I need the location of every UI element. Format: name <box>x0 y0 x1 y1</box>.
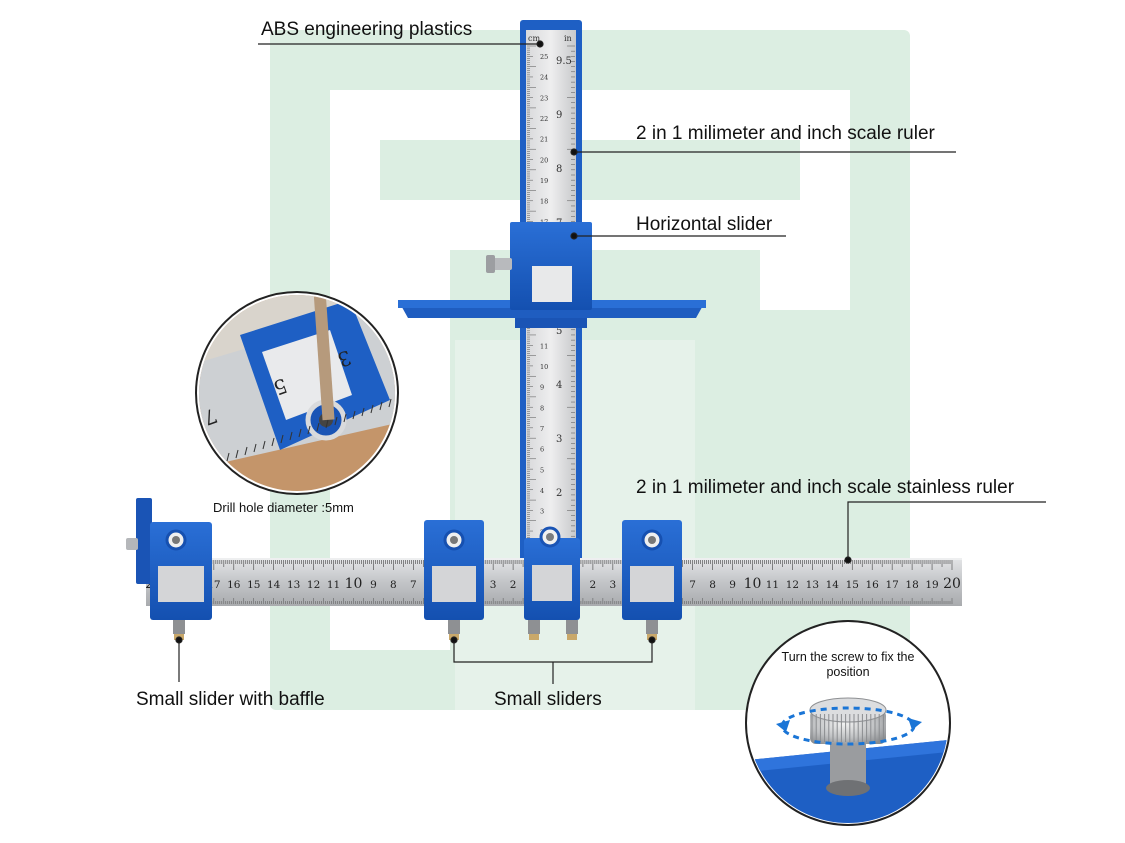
vertical-cm-tick-label: 18 <box>540 198 548 206</box>
vertical-inch-tick-label: 5 <box>556 326 562 337</box>
horizontal-tick-label: 8 <box>709 579 716 591</box>
vertical-cm-tick-label: 3 <box>540 508 544 516</box>
horizontal-tick-label: 18 <box>905 579 918 591</box>
horizontal-tick-label: 13 <box>287 579 300 591</box>
vertical-inch-tick-label: 9.5 <box>556 56 572 67</box>
vertical-cm-tick-label: 24 <box>540 74 548 82</box>
vertical-cm-tick-label: 22 <box>540 115 548 123</box>
vertical-inch-tick-label: 2 <box>556 488 562 499</box>
vertical-cm-tick-label: 19 <box>540 177 548 185</box>
vertical-cm-tick-label: 11 <box>540 342 548 350</box>
vertical-in-unit: in <box>564 34 572 43</box>
horizontal-tick-label: 12 <box>307 579 320 591</box>
callout-small-sliders: Small sliders <box>494 689 602 710</box>
horizontal-tick-label: 14 <box>826 579 840 591</box>
horizontal-tick-label: 7 <box>689 579 696 591</box>
callout-stainless-ruler: 2 in 1 milimeter and inch scale stainles… <box>636 477 1015 498</box>
callout-vertical-ruler: 2 in 1 milimeter and inch scale ruler <box>636 123 935 144</box>
vertical-cm-tick-label: 9 <box>540 384 544 392</box>
baffle-slider[interactable] <box>126 498 212 640</box>
vertical-cm-tick-label: 8 <box>540 404 544 412</box>
drill-inset: 753 <box>195 291 399 495</box>
vertical-cm-tick-label: 10 <box>540 363 548 371</box>
horizontal-tick-label: 3 <box>610 579 617 591</box>
center-slider[interactable] <box>524 526 580 640</box>
callout-baffle-slider: Small slider with baffle <box>136 689 325 710</box>
horizontal-tick-label: 10 <box>345 576 363 592</box>
horizontal-tick-label: 14 <box>267 579 281 591</box>
horizontal-tick-label: 17 <box>885 579 898 591</box>
horizontal-tick-label: 3 <box>490 579 497 591</box>
vertical-cm-tick-label: 4 <box>540 487 544 495</box>
horizontal-tick-label: 10 <box>744 576 762 592</box>
vertical-cm-tick-label: 23 <box>540 94 548 102</box>
callout-screw: Turn the screw to fix the position <box>781 650 915 679</box>
horizontal-slider[interactable] <box>398 222 706 328</box>
screw-inset <box>745 620 951 826</box>
vertical-cm-tick-label: 25 <box>540 53 548 61</box>
horizontal-tick-label: 11 <box>327 579 340 591</box>
callout-drill-hole: Drill hole diameter :5mm <box>213 500 354 515</box>
vertical-inch-tick-label: 4 <box>556 380 562 391</box>
small-slider-left[interactable] <box>424 520 484 640</box>
horizontal-tick-label: 2 <box>590 579 597 591</box>
horizontal-tick-label: 2 <box>510 579 517 591</box>
vertical-cm-tick-label: 21 <box>540 136 548 144</box>
vertical-cm-tick-label: 20 <box>540 156 548 164</box>
horizontal-tick-label: 15 <box>846 579 859 591</box>
callout-horizontal-slider: Horizontal slider <box>636 214 773 235</box>
vertical-inch-tick-label: 8 <box>556 164 562 175</box>
horizontal-tick-label: 19 <box>925 579 938 591</box>
horizontal-tick-label: 11 <box>766 579 779 591</box>
horizontal-tick-label: 9 <box>729 579 736 591</box>
horizontal-tick-label: 15 <box>247 579 260 591</box>
vertical-cm-tick-label: 5 <box>540 466 544 474</box>
horizontal-tick-label: 16 <box>866 579 880 591</box>
horizontal-tick-label: 7 <box>410 579 417 591</box>
callout-abs-plastics: ABS engineering plastics <box>261 19 473 40</box>
vertical-inch-tick-label: 9 <box>556 110 562 121</box>
vertical-cm-tick-label: 6 <box>540 446 544 454</box>
vertical-cm-unit: cm <box>528 34 540 43</box>
horizontal-tick-label: 16 <box>227 579 241 591</box>
vertical-inch-tick-label: 3 <box>556 434 562 445</box>
horizontal-tick-label: 12 <box>786 579 799 591</box>
horizontal-tick-label: 13 <box>806 579 819 591</box>
vertical-cm-tick-label: 7 <box>540 425 544 433</box>
callout-lines <box>175 40 1046 684</box>
horizontal-tick-label: 8 <box>390 579 397 591</box>
small-slider-right[interactable] <box>622 520 682 640</box>
horizontal-tick-label: 9 <box>370 579 377 591</box>
horizontal-tick-label: 20 <box>943 576 961 592</box>
